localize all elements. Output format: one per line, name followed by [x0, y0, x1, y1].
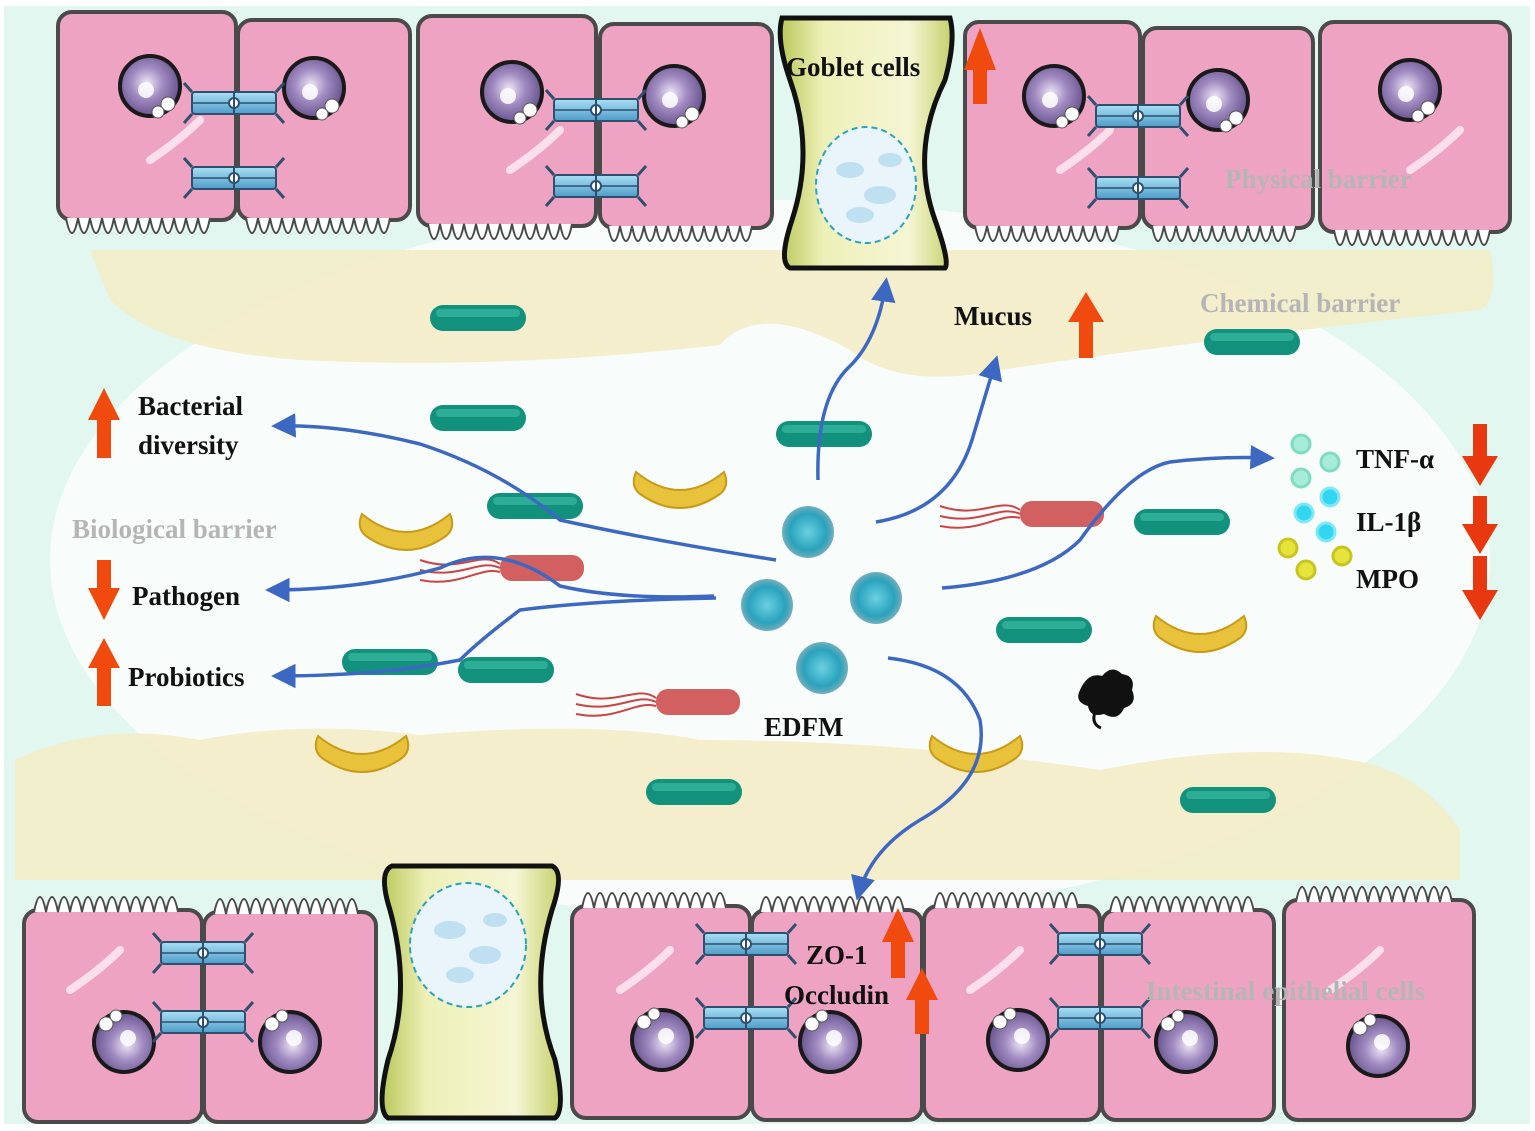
- zo1-up-arrow-icon: [882, 908, 914, 978]
- upper-mucus-layer: [90, 250, 1494, 377]
- green-rod-bacterium-icon: [458, 657, 554, 683]
- nucleus-icon: [1154, 1008, 1218, 1074]
- mpo-label: MPO: [1356, 564, 1419, 594]
- nucleus-icon: [480, 60, 544, 126]
- occludin-up-arrow-icon: [906, 968, 938, 1034]
- il1b-down-arrow-icon: [1462, 496, 1498, 554]
- bottom-epithelial-row: [22, 886, 1476, 1124]
- nucleus-icon: [986, 1006, 1050, 1072]
- edfm-particles: [741, 506, 902, 694]
- tnf-alpha-label: TNF-α: [1356, 444, 1435, 474]
- nucleus-icon: [1378, 58, 1442, 124]
- goblet-cells-up-arrow-icon: [964, 28, 996, 104]
- bacterial-diversity-label-line2: diversity: [138, 430, 239, 460]
- black-spore-icon: [1078, 669, 1134, 730]
- nucleus-icon: [118, 54, 182, 120]
- nucleus-icon: [798, 1008, 862, 1074]
- mucus-label: Mucus: [954, 301, 1033, 331]
- edfm-particle-icon: [850, 572, 902, 624]
- arrow-to-tight-junctions: [851, 656, 983, 901]
- il-1b-label: IL-1β: [1356, 507, 1422, 537]
- intestinal-epithelial-cells-label: Intestinal epithelial cells: [1146, 976, 1425, 1006]
- edfm-label: EDFM: [764, 712, 844, 742]
- mpo-down-arrow-icon: [1462, 556, 1498, 620]
- green-rod-bacterium-icon: [996, 617, 1092, 643]
- nucleus-icon: [630, 1006, 694, 1072]
- green-rod-bacterium-icon: [646, 779, 742, 805]
- edfm-particle-icon: [796, 642, 848, 694]
- arrow-to-cytokines: [941, 444, 1275, 590]
- bacterial-diversity-label-line1: Bacterial: [138, 391, 243, 421]
- microbiota: [314, 305, 1300, 813]
- arrow-to-goblet-cells: [816, 277, 896, 481]
- goblet-cell-icon-top: [777, 15, 955, 271]
- nucleus-icon: [642, 64, 706, 130]
- occludin-label: Occludin: [784, 980, 890, 1010]
- top-epithelial-row: [56, 10, 1512, 246]
- arrow-to-pathogen: [265, 555, 715, 603]
- effect-arrows: [265, 277, 1275, 901]
- edfm-particle-icon: [782, 506, 834, 558]
- green-rod-bacterium-icon: [1204, 329, 1300, 355]
- green-rod-bacterium-icon: [776, 421, 872, 447]
- arrow-to-mucus: [875, 355, 1003, 524]
- probiotics-label: Probiotics: [128, 662, 245, 692]
- tnf-down-arrow-icon: [1462, 424, 1498, 486]
- green-rod-bacterium-icon: [1134, 509, 1230, 535]
- probiotics-up-arrow-icon: [88, 638, 120, 706]
- nucleus-icon: [258, 1008, 322, 1074]
- cytokine-dots: [1277, 433, 1353, 581]
- arrow-to-bacterial-diversity: [271, 413, 777, 562]
- physical-barrier-label: Physical barrier: [1225, 164, 1412, 194]
- goblet-cell-icon-bottom: [379, 863, 563, 1121]
- trend-arrows: [88, 28, 1498, 1034]
- biological-barrier-label: Biological barrier: [72, 514, 277, 544]
- green-rod-bacterium-icon: [1180, 787, 1276, 813]
- goblet-cells-label: Goblet cells: [786, 52, 921, 82]
- mucus-up-arrow-icon: [1068, 292, 1104, 358]
- nucleus-icon: [92, 1008, 156, 1074]
- nucleus-icon: [1346, 1012, 1410, 1078]
- zo-1-label: ZO-1: [806, 940, 868, 970]
- nucleus-icon: [1186, 68, 1250, 134]
- arrow-to-probiotics: [271, 596, 717, 689]
- bacterial-diversity-up-arrow-icon: [88, 388, 120, 458]
- green-rod-bacterium-icon: [430, 305, 526, 331]
- pathogen-down-arrow-icon: [88, 560, 120, 620]
- nucleus-icon: [1022, 64, 1086, 130]
- chemical-barrier-label: Chemical barrier: [1200, 288, 1401, 318]
- nucleus-icon: [282, 56, 346, 122]
- pathogen-label: Pathogen: [132, 581, 240, 611]
- green-rod-bacterium-icon: [430, 405, 526, 431]
- edfm-particle-icon: [741, 579, 793, 631]
- green-rod-bacterium-icon: [487, 493, 583, 519]
